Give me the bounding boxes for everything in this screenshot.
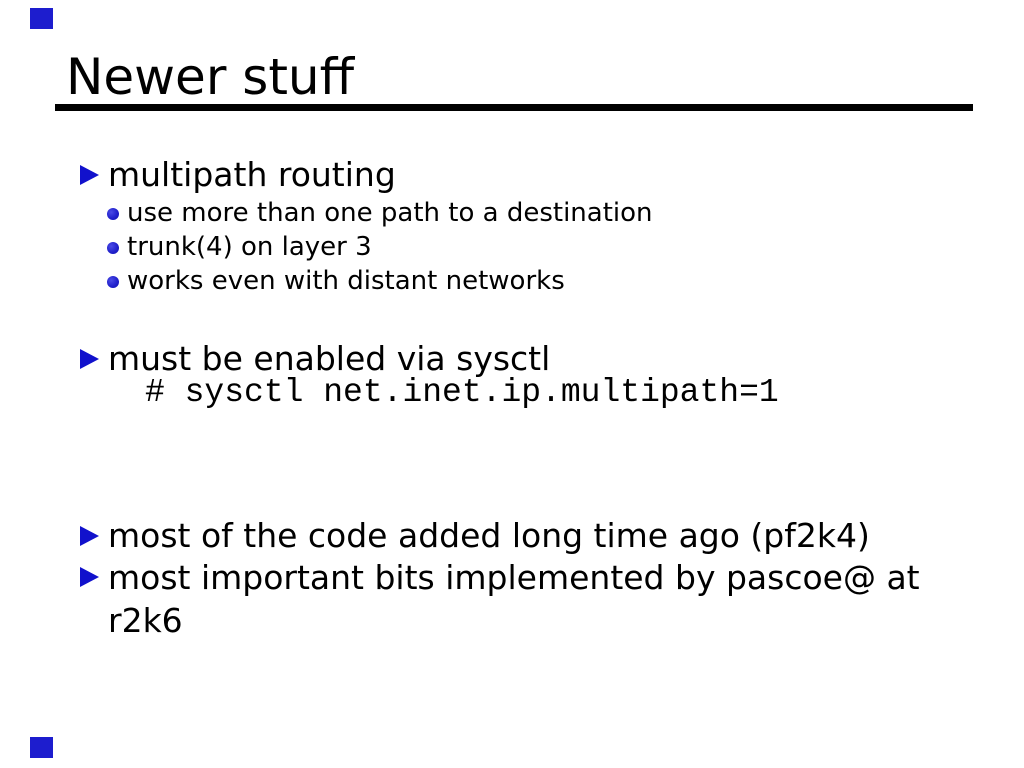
sub-bullet-item: works even with distant networks <box>107 265 565 298</box>
sub-bullet-label: works even with distant networks <box>127 266 565 296</box>
bullet-label: most important bits implemented by pasco… <box>108 558 920 640</box>
bullet-label: most of the code added long time ago (pf… <box>108 516 870 555</box>
bullet-label: multipath routing <box>108 155 396 194</box>
triangle-bullet-icon <box>80 567 99 587</box>
sysctl-command-code: # sysctl net.inet.ip.multipath=1 <box>145 374 779 411</box>
bottom-left-corner-marker-icon <box>30 737 53 758</box>
bullet-item-multipath-routing: multipath routing <box>80 153 396 196</box>
sub-bullet-label: trunk(4) on layer 3 <box>127 232 372 262</box>
bullet-item-pascoe-r2k6: most important bits implemented by pasco… <box>80 556 940 642</box>
triangle-bullet-icon <box>80 348 99 369</box>
dot-bullet-icon <box>107 207 119 220</box>
bullet-item-pf2k4: most of the code added long time ago (pf… <box>80 514 870 557</box>
top-left-corner-marker-icon <box>30 8 53 29</box>
title-underline <box>55 104 973 111</box>
dot-bullet-icon <box>107 275 119 288</box>
dot-bullet-icon <box>107 241 119 254</box>
triangle-bullet-icon <box>80 164 99 185</box>
sub-bullet-item: use more than one path to a destination <box>107 197 653 230</box>
triangle-bullet-icon <box>80 525 99 546</box>
bullet-item-sysctl: must be enabled via sysctl <box>80 337 550 380</box>
sub-bullet-label: use more than one path to a destination <box>127 198 653 228</box>
page-title: Newer stuff <box>66 48 355 106</box>
sub-bullet-item: trunk(4) on layer 3 <box>107 231 372 264</box>
bullet-label: must be enabled via sysctl <box>108 339 551 378</box>
